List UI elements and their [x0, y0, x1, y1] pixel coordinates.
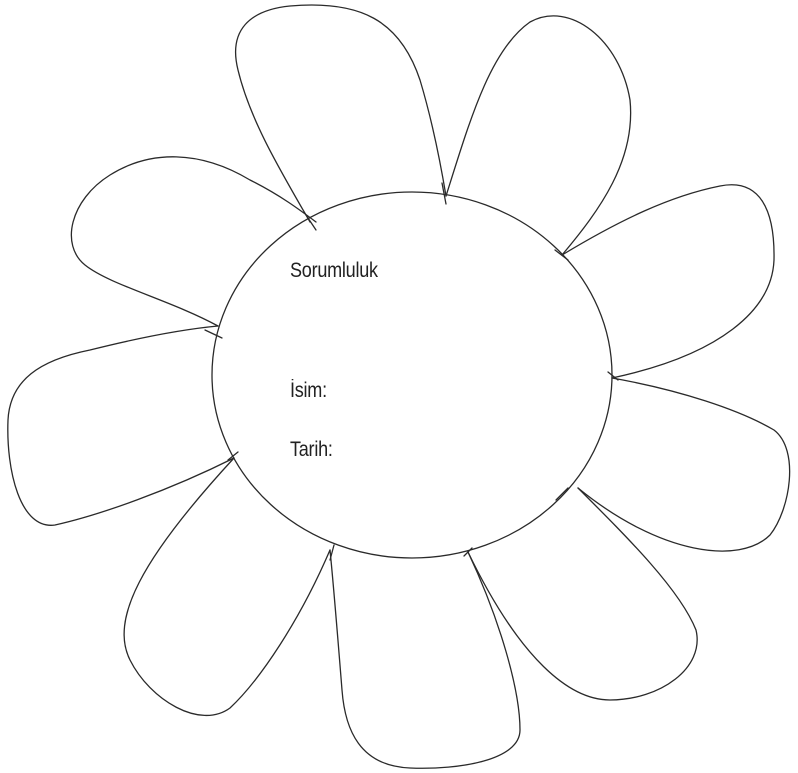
petal-joint-mark — [556, 488, 568, 500]
date-field-label: Tarih: — [290, 438, 333, 462]
petal-bottom-left — [124, 458, 330, 715]
petal-left-upper — [71, 157, 316, 326]
petal-joint-mark — [205, 330, 222, 338]
petal-bottom — [330, 550, 520, 768]
flower-center-circle — [212, 192, 612, 558]
petal-top-right — [446, 16, 631, 255]
title-label: Sorumluluk — [290, 259, 378, 283]
petal-bottom-right — [468, 488, 697, 700]
name-field-label: İsim: — [290, 379, 327, 403]
